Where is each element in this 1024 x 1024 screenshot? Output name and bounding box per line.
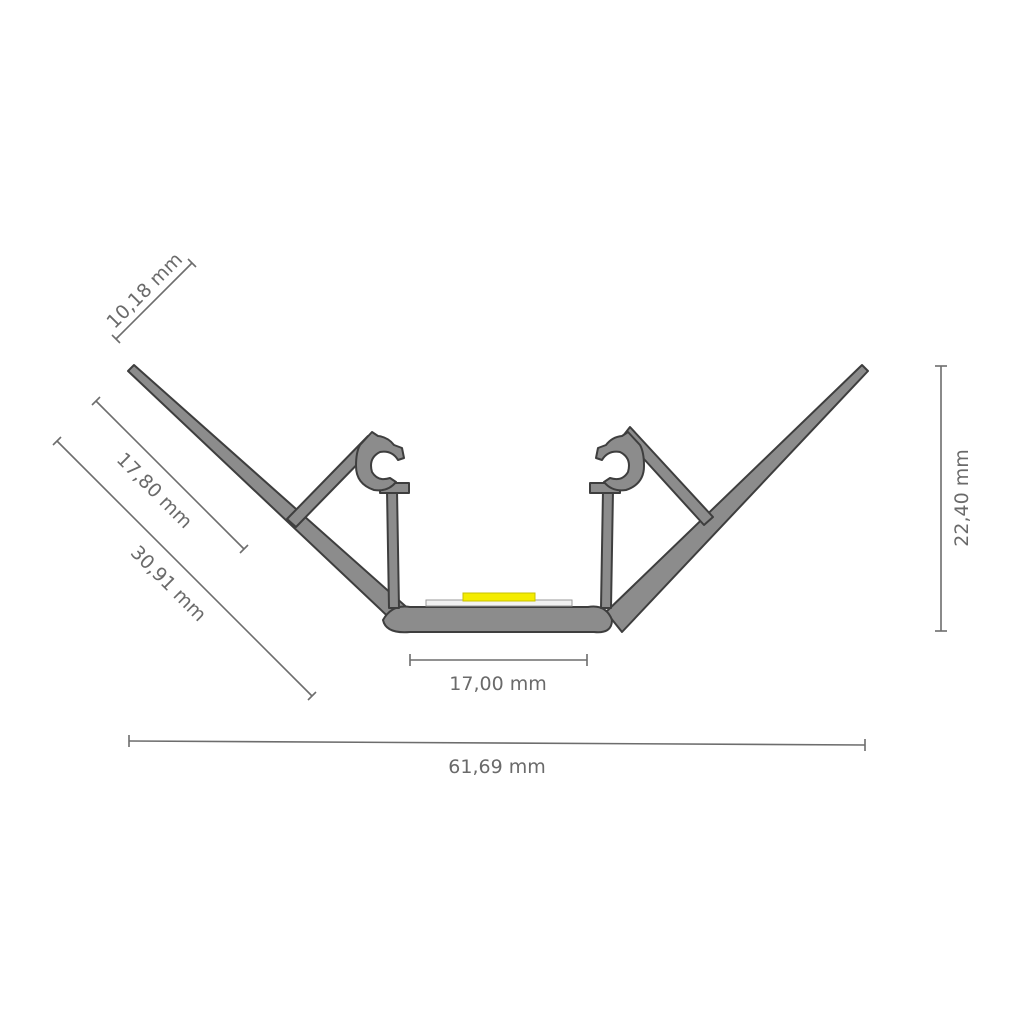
inner-leg-label: 17,80 mm: [112, 449, 196, 533]
led-chip: [462, 592, 536, 602]
dimension-channel-width: 17,00 mm: [409, 654, 588, 695]
right-wing: [605, 364, 869, 633]
height-label: 22,40 mm: [951, 449, 973, 546]
dimension-flange: 10,18 mm: [103, 249, 197, 344]
right-clip-hook: [595, 431, 645, 492]
channel-width-label: 17,00 mm: [449, 673, 546, 695]
dimension-overall-width: 61,69 mm: [128, 735, 866, 778]
flange-width-label: 10,18 mm: [103, 249, 187, 333]
aluminium-profile: [127, 364, 869, 634]
overall-width-label: 61,69 mm: [448, 756, 545, 778]
outer-leg-label: 30,91 mm: [126, 542, 210, 626]
left-channel-wall: [386, 489, 400, 609]
led-strip: [425, 592, 573, 607]
channel-base: [382, 605, 613, 634]
dimension-inner-leg: 17,80 mm: [91, 396, 249, 554]
dimension-height: 22,40 mm: [935, 365, 973, 632]
right-channel-wall: [600, 489, 614, 609]
dimension-outer-leg: 30,91 mm: [52, 436, 317, 701]
right-strut: [622, 426, 714, 526]
left-clip-hook: [355, 431, 405, 492]
